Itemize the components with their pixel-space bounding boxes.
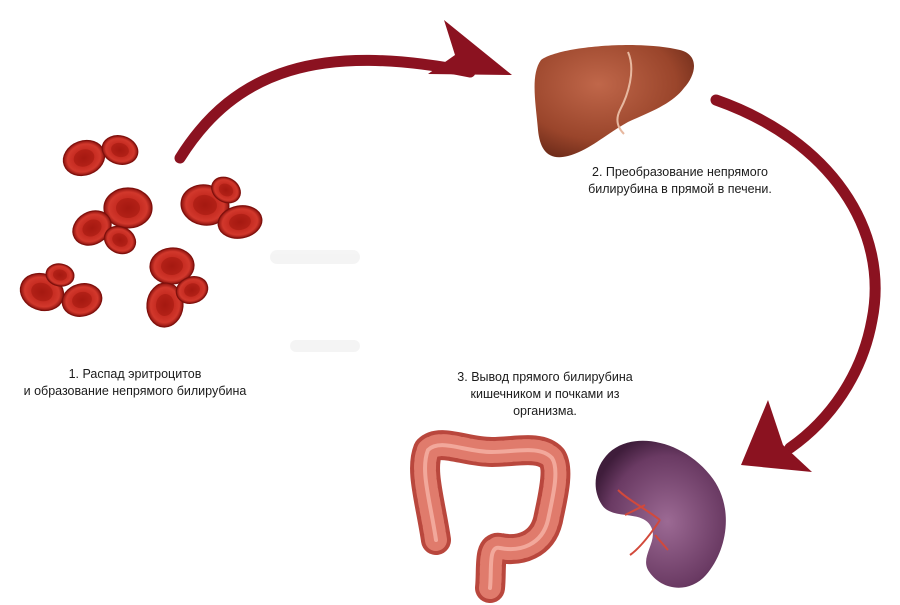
kidney-icon <box>595 440 726 588</box>
red-blood-cell-center <box>161 256 183 276</box>
red-blood-cell-center <box>218 183 234 197</box>
red-blood-cells-icon <box>19 135 263 328</box>
background-smudges <box>270 250 360 352</box>
red-blood-cell-center <box>193 194 217 216</box>
red-blood-cell-center <box>116 198 140 218</box>
step-2-caption: 2. Преобразование непрямого билирубина в… <box>560 164 800 198</box>
liver-icon <box>534 45 694 158</box>
step-3-caption: 3. Вывод прямого билирубина кишечником и… <box>415 369 675 420</box>
step-3-line-3: организма. <box>513 404 577 418</box>
intestine-icon <box>410 430 571 603</box>
red-blood-cell-center <box>82 219 102 237</box>
arrow-cells-to-liver <box>174 20 512 164</box>
step-1-line-2: и образование непрямого билирубина <box>23 384 247 398</box>
red-blood-cell-center <box>73 149 95 167</box>
step-2-line-2: билирубина в прямой в печени. <box>588 182 772 196</box>
red-blood-cell-center <box>53 269 67 281</box>
step-3-line-1: 3. Вывод прямого билирубина <box>457 370 633 384</box>
red-blood-cell-center <box>72 291 92 309</box>
red-blood-cell-center <box>184 283 200 297</box>
step-3-line-2: кишечником и почками из <box>470 387 620 401</box>
red-blood-cell-center <box>229 213 251 231</box>
red-blood-cell-center <box>31 282 53 302</box>
step-1-line-1: 1. Распад эритроцитов <box>68 367 202 381</box>
step-1-caption: 1. Распад эритроцитов и образование непр… <box>10 366 260 400</box>
red-blood-cell-center <box>112 233 128 247</box>
step-2-line-1: 2. Преобразование непрямого <box>592 165 768 179</box>
arrow-liver-to-excretion <box>710 94 881 472</box>
red-blood-cell-center <box>111 142 129 158</box>
red-blood-cell-center <box>155 294 175 316</box>
